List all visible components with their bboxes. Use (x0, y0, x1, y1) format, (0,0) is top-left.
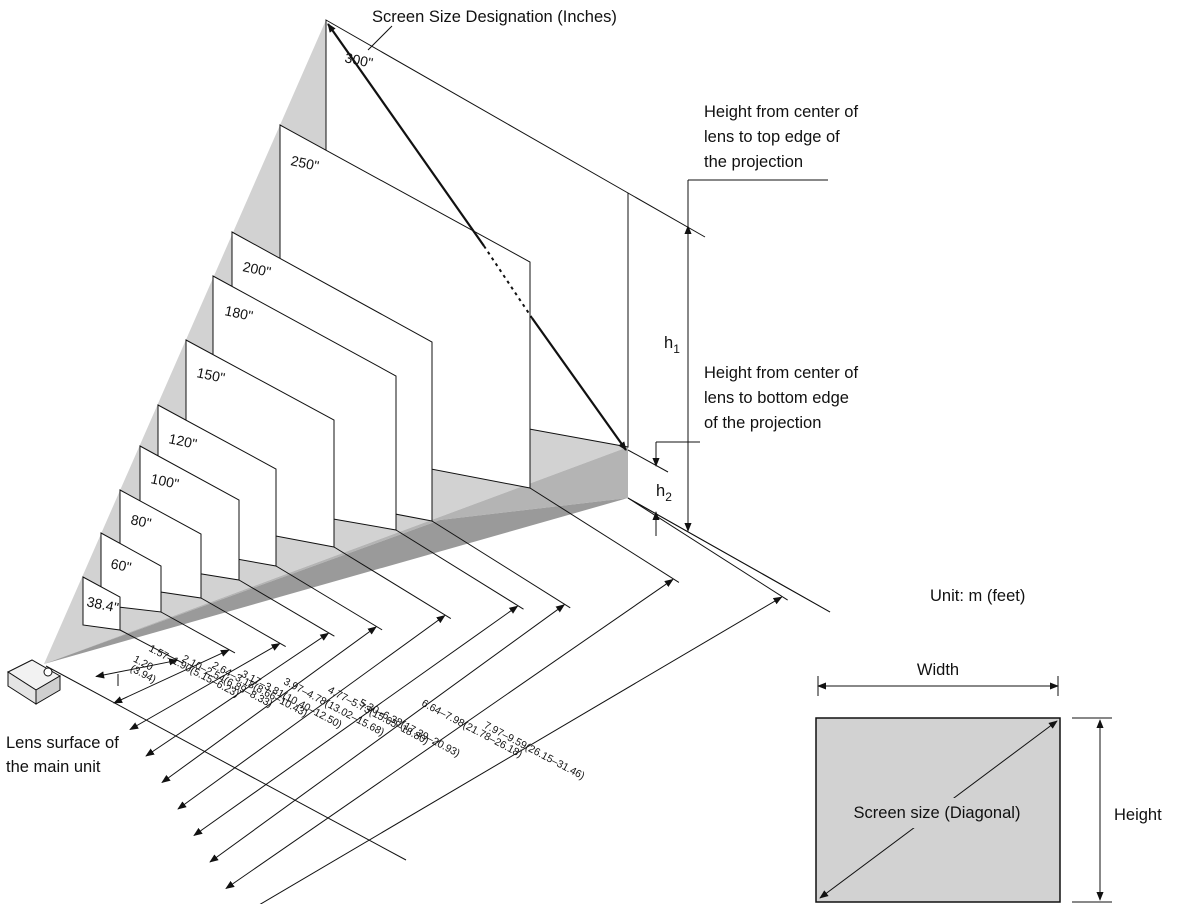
title-leader-line (367, 25, 393, 51)
screen-size-labels: 38.4" 60" 80" 100" 120" 150" 180" 200" 2… (85, 49, 374, 615)
size-label-38: 38.4" (85, 593, 120, 615)
unit-label: Unit: m (feet) (930, 587, 1025, 605)
floor-boundary-1 (45, 665, 407, 861)
projector-unit (6, 659, 61, 705)
inset-diagonal-label-bg (826, 798, 1048, 828)
size-label-80: 80" (129, 511, 152, 531)
inset-diagonal-label: Screen size (Diagonal) (854, 804, 1021, 822)
inset-height-label: Height (1114, 806, 1162, 824)
diagonal-arrow-upper (327, 23, 485, 247)
bottom-edge-extension (627, 449, 669, 473)
h1-label: h1 (664, 334, 680, 356)
screens-group (82, 19, 629, 631)
size-label-300: 300" (343, 49, 374, 71)
lens-surface-line-2: the main unit (6, 758, 101, 776)
screen-size-inset: Width Screen size (Diagonal) Height (815, 661, 1162, 903)
size-label-100: 100" (149, 470, 180, 492)
distance-label-9: 7.97–9.59(26.15–31.46) (482, 719, 587, 782)
size-label-150: 150" (195, 364, 226, 386)
bottom-edge-line-3: of the projection (704, 414, 821, 432)
inset-width-label: Width (917, 661, 959, 679)
distance-arrow-9 (241, 596, 783, 909)
distance-extension-8 (529, 487, 680, 583)
bottom-edge-annotation: Height from center of lens to bottom edg… (704, 364, 858, 432)
distance-arrow-8 (225, 578, 674, 890)
size-label-200: 200" (241, 258, 272, 280)
size-label-120: 120" (167, 430, 198, 452)
h2-label: h2 (656, 482, 672, 504)
distance-extension-9 (627, 497, 788, 601)
bottom-edge-line-2: lens to bottom edge (704, 389, 849, 407)
lens-surface-line-1: Lens surface of (6, 734, 119, 752)
size-label-180: 180" (223, 302, 254, 324)
diagonal-arrow-lower (531, 317, 627, 451)
top-edge-line-1: Height from center of (704, 103, 858, 121)
bottom-edge-line-1: Height from center of (704, 364, 858, 382)
top-edge-line-3: the projection (704, 153, 803, 171)
size-label-60: 60" (109, 555, 132, 575)
size-label-250: 250" (289, 152, 320, 174)
top-edge-line-2: lens to top edge of (704, 128, 840, 146)
top-edge-annotation: Height from center of lens to top edge o… (704, 103, 858, 171)
projection-floor-light (44, 447, 628, 664)
top-edge-extension (627, 192, 706, 238)
diagonal-arrow-hidden (483, 245, 533, 319)
distance-label-8: 6.64–7.98(21.78–26.18) (419, 697, 524, 760)
floor-boundary-0 (627, 497, 831, 613)
diagram-title: Screen Size Designation (Inches) (372, 8, 617, 26)
